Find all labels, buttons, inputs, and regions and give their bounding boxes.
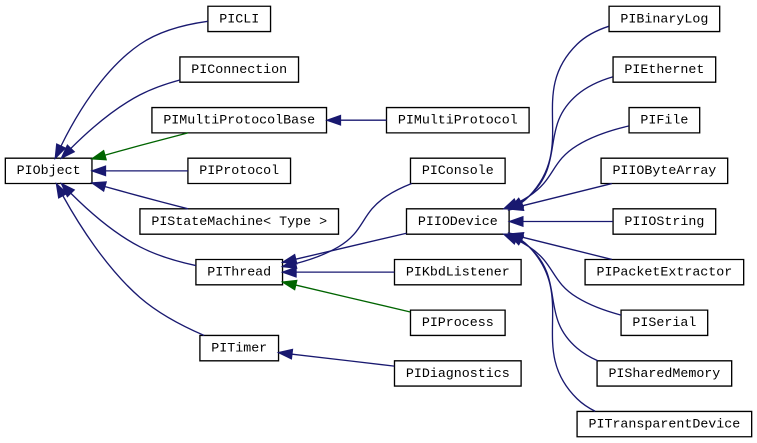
svg-text:PIMultiProtocolBase: PIMultiProtocolBase	[163, 113, 315, 128]
svg-text:PIIODevice: PIIODevice	[418, 214, 498, 229]
svg-text:PIFile: PIFile	[640, 113, 688, 128]
svg-text:PICLI: PICLI	[219, 11, 259, 26]
svg-text:PIConsole: PIConsole	[422, 163, 494, 178]
svg-text:PIPacketExtractor: PIPacketExtractor	[596, 264, 732, 279]
svg-text:PIProtocol: PIProtocol	[199, 163, 279, 178]
svg-text:PIIOString: PIIOString	[624, 214, 704, 229]
svg-text:PIThread: PIThread	[207, 264, 271, 279]
svg-text:PIKbdListener: PIKbdListener	[406, 264, 510, 279]
svg-text:PIEthernet: PIEthernet	[624, 62, 704, 77]
svg-text:PIStateMachine< Type >: PIStateMachine< Type >	[151, 214, 327, 229]
svg-text:PISerial: PISerial	[632, 315, 696, 330]
svg-text:PIMultiProtocol: PIMultiProtocol	[398, 113, 518, 128]
svg-text:PITimer: PITimer	[211, 340, 267, 355]
svg-text:PIIOByteArray: PIIOByteArray	[612, 163, 716, 178]
svg-text:PISharedMemory: PISharedMemory	[608, 366, 720, 381]
svg-text:PIConnection: PIConnection	[191, 62, 287, 77]
svg-text:PIObject: PIObject	[17, 163, 81, 178]
svg-text:PITransparentDevice: PITransparentDevice	[588, 416, 740, 431]
svg-text:PIBinaryLog: PIBinaryLog	[620, 11, 708, 26]
svg-text:PIDiagnostics: PIDiagnostics	[406, 366, 510, 381]
svg-text:PIProcess: PIProcess	[422, 315, 494, 330]
